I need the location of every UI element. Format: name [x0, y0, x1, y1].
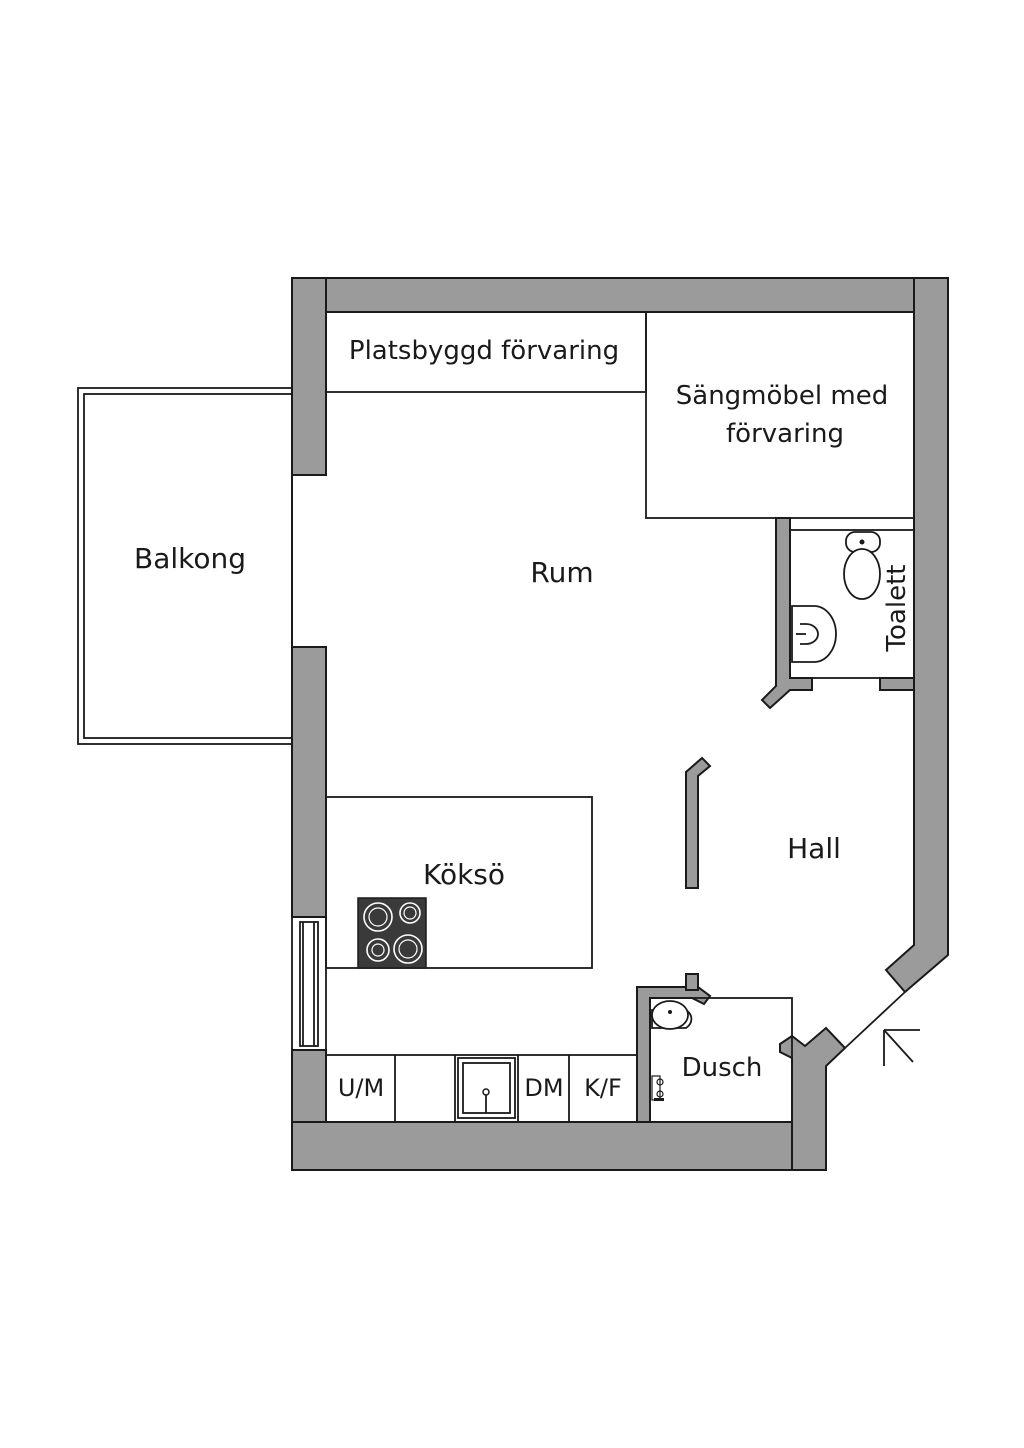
- toilet-room: Toalett: [791, 531, 912, 663]
- wall-entrance-corner: [779, 1026, 847, 1171]
- walls: [291, 277, 949, 1171]
- wall-left-upper: [291, 277, 327, 476]
- shower-icon: [651, 1075, 664, 1101]
- shower-label: Dusch: [682, 1053, 763, 1083]
- sink-icon-shower: [651, 1000, 693, 1030]
- wall-left-middle: [291, 646, 327, 918]
- balcony-label: Balkong: [134, 542, 246, 575]
- shower-room: Dusch: [649, 997, 793, 1123]
- bed-label-line2: förvaring: [726, 419, 844, 449]
- wall-shower-stub: [685, 973, 699, 991]
- storage-label: Platsbyggd förvaring: [349, 336, 619, 366]
- wall-hall-divider: [685, 756, 712, 889]
- bed-label-line1: Sängmöbel med: [676, 381, 888, 411]
- wall-top: [291, 277, 949, 313]
- hall-label: Hall: [787, 832, 841, 865]
- entrance-arrow-icon: [883, 1029, 920, 1066]
- unit-um-label: U/M: [338, 1074, 384, 1102]
- kitchen-island: Köksö: [325, 796, 593, 969]
- kitchen-counter: U/M DM K/F: [325, 1054, 638, 1123]
- wall-bottom: [291, 1121, 827, 1171]
- wall-toilet-door-stub: [879, 677, 915, 691]
- toilet-label: Toalett: [882, 565, 912, 653]
- balcony: Balkong: [77, 387, 293, 745]
- sink-icon: [791, 605, 837, 663]
- room-label: Rum: [530, 556, 593, 589]
- entrance: [844, 991, 920, 1066]
- stove-icon: [357, 897, 427, 969]
- kitchen-sink-icon: [457, 1057, 516, 1119]
- bed-furniture: Sängmöbel med förvaring: [645, 311, 915, 519]
- unit-kf-label: K/F: [584, 1074, 622, 1102]
- kitchen-island-label: Köksö: [423, 858, 505, 891]
- unit-dm-label: DM: [524, 1074, 563, 1102]
- built-in-storage: Platsbyggd förvaring: [325, 311, 647, 393]
- toilet-icon: [843, 531, 881, 600]
- toilet-room-outline: [789, 529, 915, 679]
- window: [291, 916, 327, 1051]
